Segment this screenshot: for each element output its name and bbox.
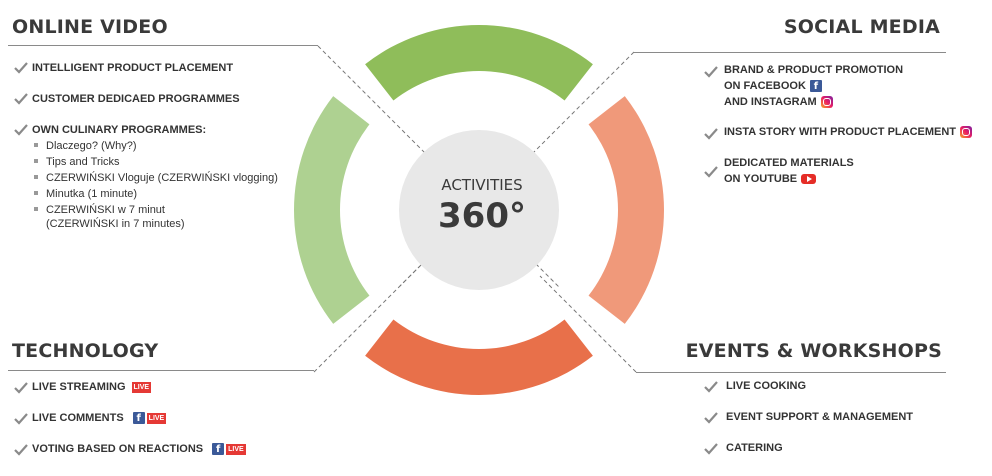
ring-segment-right [588,96,664,324]
social-media-title: SOCIAL MEDIA [783,16,940,38]
ring-segment-top [365,24,593,101]
online-video-item-1: INTELLIGENT PRODUCT PLACEMENT [32,62,234,74]
social-media-item-2: INSTA STORY WITH PRODUCT PLACEMENT [724,124,973,140]
culinary-subitem: CZERWIŃSKI w 7 minut [34,202,165,218]
social-media-rule [634,52,946,53]
check-icon [14,93,28,105]
culinary-subitem: Minutka (1 minute) [34,186,137,202]
bullet-square-icon [34,159,38,164]
events-item-2: EVENT SUPPORT & MANAGEMENT [726,411,914,423]
activities-label: ACTIVITIES [441,176,523,194]
connector-bottom-right [539,275,637,373]
check-icon [14,413,28,425]
check-icon [14,62,28,74]
online-video-item-3: OWN CULINARY PROGRAMMES: [32,124,207,136]
connector-bottom-left [313,265,421,373]
youtube-icon [801,174,817,185]
check-icon [14,382,28,394]
check-icon [704,443,718,455]
check-icon [704,166,718,178]
activities-value: 360° [438,196,526,236]
technology-rule [8,370,314,371]
instagram-icon [960,126,973,139]
center-label: ACTIVITIES 360° [402,176,562,236]
events-title: EVENTS & WORKSHOPS [685,340,942,362]
check-icon [14,444,28,456]
technology-title: TECHNOLOGY [12,340,159,362]
events-item-3: CATERING [726,442,783,454]
check-icon [704,412,718,424]
live-badge: LIVE [226,443,246,455]
events-item-1: LIVE COOKING [726,380,807,392]
online-video-title: ONLINE VIDEO [12,16,168,38]
facebook-icon: f [132,412,145,425]
culinary-subitem: CZERWIŃSKI Vloguje (CZERWIŃSKI vlogging) [34,170,278,186]
culinary-subitem: Tips and Tricks [34,154,120,170]
check-icon [704,128,718,140]
check-icon [14,124,28,136]
ring-segment-left [294,96,370,324]
check-icon [704,381,718,393]
culinary-subitem-continuation: (CZERWIŃSKI in 7 minutes) [46,218,185,230]
culinary-subitem: Dlaczego? (Why?) [34,138,136,154]
bullet-square-icon [34,191,38,196]
center-circle [399,130,559,290]
online-video-rule [8,45,318,46]
bullet-square-icon [34,207,38,212]
events-rule [636,372,946,373]
online-video-item-2: CUSTOMER DEDICAED PROGRAMMES [32,93,240,105]
facebook-icon: f [212,443,225,456]
ring-segment-bottom [365,319,593,396]
bullet-square-icon [34,175,38,180]
live-badge: LIVE [131,381,152,393]
facebook-icon: f [809,80,822,93]
instagram-icon [820,96,833,109]
check-icon [704,66,718,78]
live-badge: LIVE [146,412,167,424]
social-media-item-3: DEDICATED MATERIALS ON YOUTUBE [724,157,854,185]
bullet-square-icon [34,143,38,148]
